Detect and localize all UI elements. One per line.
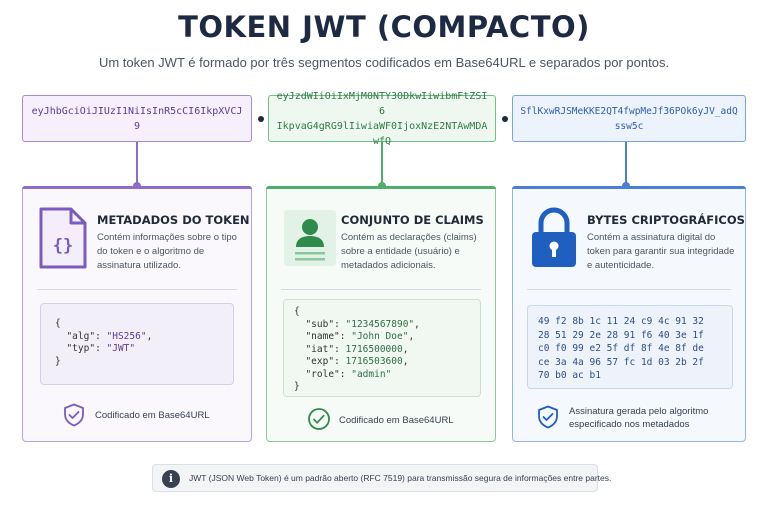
header-card: {} METADADOS DO TOKEN Contém informações…	[22, 186, 252, 442]
signature-card: BYTES CRIPTOGRÁFICOS Contém a assinatura…	[512, 186, 746, 442]
code-line: {	[294, 306, 300, 317]
page-title: TOKEN JWT (COMPACTO)	[178, 10, 590, 44]
info-icon: i	[162, 470, 180, 488]
signature-card-title: BYTES CRIPTOGRÁFICOS	[587, 213, 745, 227]
code-line: }	[294, 381, 300, 392]
info-banner: i JWT (JSON Web Token) é um padrão abert…	[152, 464, 611, 492]
json-document-icon: {}	[39, 207, 87, 269]
padlock-icon	[532, 207, 576, 267]
header-card-divider	[37, 289, 237, 290]
signature-segment-text: SflKxwRJSMeKKE2QT4fwpMeJf36POk6yJV_adQss…	[520, 105, 738, 132]
page-subtitle: Um token JWT é formado por três segmento…	[98, 55, 670, 70]
signature-connector	[625, 142, 627, 186]
signature-card-footer: Assinatura gerada pelo algoritmo especif…	[569, 406, 709, 430]
info-text: JWT (JSON Web Token) é um padrão aberto …	[189, 473, 612, 483]
code-line: "name": "John Doe",	[305, 331, 415, 342]
signature-segment: SflKxwRJSMeKKE2QT4fwpMeJf36POk6yJV_adQss…	[512, 95, 746, 142]
code-line: "typ": "JWT"	[66, 343, 136, 354]
header-connector	[136, 142, 138, 186]
code-line: }	[55, 355, 61, 367]
hex-row: c0 f0 99 e2 5f df 8f 4e 8f de	[538, 343, 704, 354]
separator-dot-1	[258, 116, 264, 122]
header-card-title: METADADOS DO TOKEN	[97, 213, 250, 227]
hex-row: ce 3a 4a 96 57 fc 1d 03 2b 2f	[538, 356, 704, 368]
header-segment-text: eyJhbGciOiJIUzI1NiIsInR5cCI6IkpXVCJ9	[31, 105, 243, 132]
payload-json-code: { "sub": "1234567890", "name": "John Doe…	[283, 299, 481, 397]
signature-hex-bytes: 49 f2 8b 1c 11 24 c9 4c 91 32 28 51 29 2…	[527, 305, 733, 389]
code-line: {	[55, 318, 61, 329]
code-line: "sub": "1234567890",	[305, 318, 420, 330]
header-card-footer: Codificado em Base64URL	[95, 410, 210, 421]
code-line: "iat": 1716500000,	[305, 343, 409, 355]
user-profile-icon	[284, 210, 336, 266]
hex-row: 70 b0 ac b1	[538, 370, 601, 381]
hex-row: 49 f2 8b 1c 11 24 c9 4c 91 32	[538, 316, 704, 327]
code-line: "exp": 1716503600,	[305, 356, 409, 367]
svg-text:{}: {}	[53, 236, 73, 256]
payload-connector	[381, 142, 383, 186]
code-line: "role": "admin"	[305, 368, 392, 380]
signature-card-divider	[527, 289, 731, 290]
payload-card: CONJUNTO DE CLAIMS Contém as declarações…	[266, 186, 496, 442]
header-segment: eyJhbGciOiJIUzI1NiIsInR5cCI6IkpXVCJ9	[22, 95, 252, 142]
payload-segment-line-2: IkpvaG4gRG9lIiwiaWF0IjoxNzE2NTAwMDAwfQ	[276, 120, 488, 147]
header-card-description: Contém informações sobre o tipo do token…	[97, 232, 237, 271]
shield-check-icon	[64, 403, 84, 427]
hex-row: 28 51 29 2e 28 91 f6 40 3e 1f	[538, 329, 704, 341]
payload-card-footer: Codificado em Base64URL	[339, 415, 454, 426]
payload-segment-line-1: eyJzdWIiOiIxMjM0NTY3ODkwIiwibmFtZSI6	[276, 90, 488, 117]
shield-check-icon	[538, 405, 558, 429]
code-line: "alg": "HS256",	[66, 330, 153, 342]
payload-card-divider	[281, 289, 481, 290]
separator-dot-2	[502, 116, 508, 122]
payload-card-description: Contém as declarações (claims) sobre a e…	[341, 232, 477, 271]
header-json-code: { "alg": "HS256", "typ": "JWT"}	[40, 303, 234, 385]
signature-card-description: Contém a assinatura digital do token par…	[587, 232, 735, 271]
check-circle-icon	[308, 408, 330, 430]
payload-card-title: CONJUNTO DE CLAIMS	[341, 213, 484, 227]
payload-segment: eyJzdWIiOiIxMjM0NTY3ODkwIiwibmFtZSI6 Ikp…	[268, 91, 496, 147]
